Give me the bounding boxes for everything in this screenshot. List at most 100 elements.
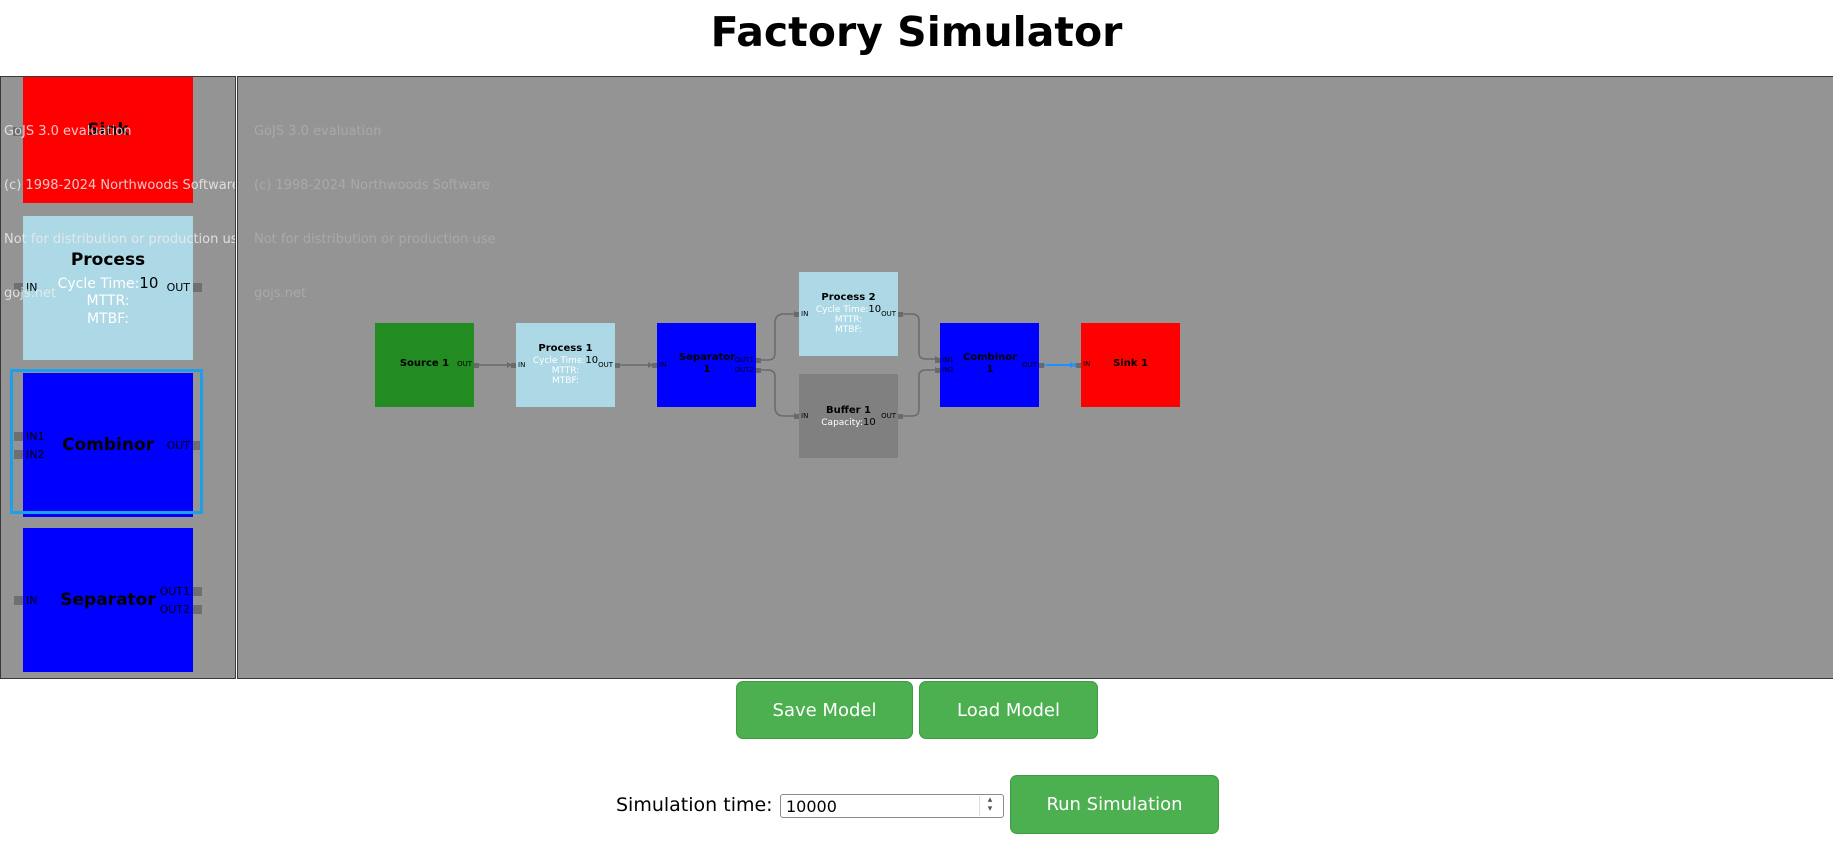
palette-separator-out2-port[interactable] [193,605,202,614]
palette-separator-node[interactable]: Separator IN OUT1 OUT2 [14,528,202,672]
process1-in-port[interactable] [511,363,516,368]
palette-process-out-label: OUT [166,281,190,294]
palette-watermark-line: gojs.net [4,286,57,301]
source1-out-port[interactable] [474,363,479,368]
buffer1-node[interactable]: Buffer 1 Capacity:10 IN OUT [794,374,903,458]
palette[interactable]: Sink Process Cycle Time:10 MTTR: MTBF: I… [0,76,236,679]
buffer1-title: Buffer 1 [826,405,871,416]
buffer1-capacity: Capacity:10 [799,417,898,429]
process1-title: Process 1 [538,343,593,354]
run-simulation-button[interactable]: Run Simulation [1010,775,1219,834]
separator1-in-port[interactable] [652,363,657,368]
buffer1-out-label: OUT [881,412,896,420]
combinor1-title: Combinor 1 [962,352,1018,375]
load-model-button[interactable]: Load Model [919,681,1098,739]
combinor1-in2-port[interactable] [935,368,940,373]
diagram-canvas[interactable]: GoJS 3.0 evaluation (c) 1998-2024 Northw… [237,76,1833,679]
spinner-icon[interactable]: ▴▾ [979,796,1000,816]
palette-process-cycle-value[interactable]: 10 [139,274,159,292]
palette-combinor-out-port[interactable] [193,441,202,450]
separator1-out1-label: OUT1 [734,356,754,364]
canvas-watermark: GoJS 3.0 evaluation (c) 1998-2024 Northw… [254,87,496,339]
palette-combinor-in2-port[interactable] [14,450,23,459]
palette-separator-in-port[interactable] [14,596,23,605]
sink1-in-port[interactable] [1076,363,1081,368]
palette-combinor-in1-port[interactable] [14,432,23,441]
combinor1-node[interactable]: Combinor 1 IN1 IN2 OUT [935,323,1044,407]
palette-combinor-title: Combinor [61,435,155,455]
process1-cycle: Cycle Time:10 [516,355,615,367]
palette-separator-out1-port[interactable] [193,587,202,596]
simulation-time-input[interactable] [780,794,1004,818]
process2-mtbf: MTBF: [835,325,862,335]
palette-sink-title: Sink [87,120,129,140]
link-separator1-buffer1 [760,369,799,417]
process1-cycle-label: Cycle Time: [532,356,586,366]
palette-process-mtbf: MTBF: [87,311,129,327]
palette-separator-title: Separator [60,590,156,610]
separator1-node[interactable]: Separator 1 IN OUT1 OUT2 [652,323,761,407]
buffer1-in-label: IN [801,412,809,420]
buffer1-in-port[interactable] [794,414,799,419]
separator1-out1-port[interactable] [756,358,761,363]
canvas-watermark-line: Not for distribution or production use [254,232,496,247]
canvas-watermark-line: gojs.net [254,286,307,301]
combinor1-in1-port[interactable] [935,358,940,363]
diagram-links [478,311,1078,419]
separator1-in-label: IN [659,361,667,369]
process2-out-label: OUT [881,310,896,318]
separator1-out2-port[interactable] [756,368,761,373]
palette-combinor-in2-label: IN2 [26,448,45,461]
sink1-title: Sink 1 [1113,358,1148,369]
process2-out-port[interactable] [898,312,903,317]
combinor1-out-label: OUT [1022,361,1037,369]
save-model-button[interactable]: Save Model [736,681,913,739]
separator1-title: Separator 1 [678,352,736,375]
palette-combinor-node[interactable]: Combinor IN1 IN2 OUT [14,373,202,517]
process2-cycle-label: Cycle Time: [815,305,869,315]
palette-process-out-port[interactable] [193,283,202,292]
palette-sink-node[interactable]: Sink [13,77,193,203]
combinor1-in2-label: IN2 [942,366,954,374]
source1-title: Source 1 [399,358,450,369]
separator1-out2-label: OUT2 [734,366,754,374]
process2-cycle-value[interactable]: 10 [868,304,882,315]
process1-out-port[interactable] [615,363,620,368]
palette-combinor-out-label: OUT [166,439,190,452]
link-buffer1-combinor1 [903,369,940,417]
process1-node[interactable]: Process 1 Cycle Time:10 MTTR: MTBF: IN O… [511,323,620,407]
process2-in-label: IN [801,310,809,318]
process1-out-label: OUT [598,361,613,369]
arrowhead [507,362,512,368]
palette-selection-highlight [10,369,203,514]
buffer1-out-port[interactable] [898,414,903,419]
palette-process-node[interactable]: Process Cycle Time:10 MTTR: MTBF: IN OUT [14,216,202,360]
process2-title: Process 2 [821,292,876,303]
process1-mttr: MTTR: [551,366,580,376]
link-process2-combinor1 [903,313,940,360]
palette-process-in-label: IN [26,281,38,294]
canvas-watermark-line: (c) 1998-2024 Northwoods Software [254,178,490,193]
process2-in-port[interactable] [794,312,799,317]
source1-out-label: OUT [457,360,472,368]
buffer1-capacity-value[interactable]: 10 [862,417,876,428]
palette-process-cycle-label: Cycle Time: [57,276,140,292]
process2-node[interactable]: Process 2 Cycle Time:10 MTTR: MTBF: IN O… [794,272,903,356]
palette-process-title: Process [70,250,146,270]
palette-separator-in-label: IN [26,594,38,607]
palette-watermark-line: (c) 1998-2024 Northwoods Software [4,178,236,193]
page-title: Factory Simulator [710,8,1123,56]
arrowhead-selected [1070,362,1075,368]
palette-sink-in-port[interactable] [13,127,22,136]
buffer1-capacity-label: Capacity: [821,418,863,428]
palette-process-in-port[interactable] [14,283,23,292]
process1-cycle-value[interactable]: 10 [585,355,599,366]
sink1-node[interactable]: Sink 1 IN [1076,323,1180,407]
palette-watermark: GoJS 3.0 evaluation (c) 1998-2024 Northw… [4,87,236,339]
palette-separator-out1-label: OUT1 [159,585,190,598]
combinor1-out-port[interactable] [1039,363,1044,368]
combinor1-in1-label: IN1 [942,356,954,364]
link-separator1-process2 [760,313,799,361]
simulation-time-label: Simulation time: [616,794,773,816]
source1-node[interactable]: Source 1 OUT [375,323,479,407]
